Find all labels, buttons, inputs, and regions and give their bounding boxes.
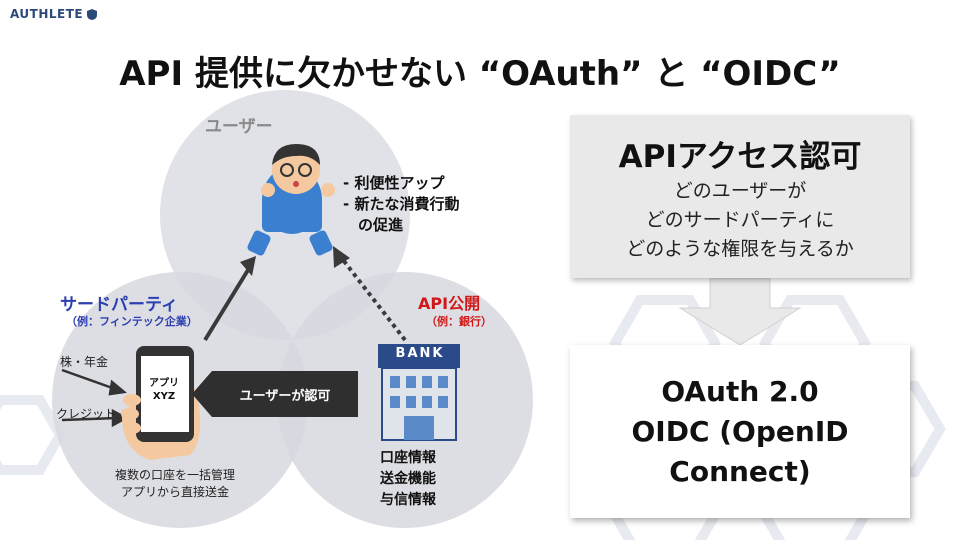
phone-illustration	[121, 346, 201, 460]
app-label-line1: アプリ	[149, 378, 179, 389]
bank-info-item: 送金機能	[380, 471, 436, 487]
api-label: API公開	[418, 294, 481, 313]
api-access-title: APIアクセス認可	[618, 139, 862, 175]
third-party-description: 複数の口座を一括管理 アプリから直接送金	[95, 467, 255, 501]
bank-to-user-dotted-arrow	[333, 246, 407, 342]
oauth-line-2: OIDC (OpenID	[631, 414, 849, 448]
user-benefit-1: - 利便性アップ	[343, 174, 445, 192]
oauth-line-1: OAuth 2.0	[661, 374, 819, 408]
logo-text: AUTHLETE	[10, 7, 84, 21]
shield-icon	[87, 8, 98, 20]
api-access-desc-3: どのような権限を与えるか	[626, 238, 854, 260]
oauth-line-3: Connect)	[669, 454, 811, 488]
authorization-box: ユーザーが認可	[212, 371, 358, 417]
flow-down-arrow	[678, 277, 802, 346]
app-to-user-arrow	[203, 256, 256, 342]
third-party-label: サードパーティ	[60, 295, 178, 315]
user-label: ユーザー	[205, 117, 273, 137]
api-access-authorization-box: APIアクセス認可 どのユーザーが どのサードパーティに どのような権限を与える…	[570, 115, 910, 278]
user-benefit-3: の促進	[358, 216, 404, 234]
third-party-example: （例：フィンテック企業）	[66, 315, 198, 328]
authorization-arrow-head	[192, 371, 212, 417]
api-example: （例：銀行）	[426, 315, 492, 328]
bank-info-item: 与信情報	[380, 492, 436, 508]
api-access-desc-2: どのサードパーティに	[645, 209, 835, 231]
user-benefit-2: - 新たな消費行動	[343, 195, 460, 213]
bank-illustration	[378, 344, 460, 441]
third-party-desc-line2: アプリから直接送金	[120, 485, 229, 499]
bank-info-item: 口座情報	[380, 450, 436, 466]
input-arrows	[61, 368, 129, 428]
oauth-oidc-box: OAuth 2.0 OIDC (OpenID Connect)	[570, 345, 910, 518]
bank-sign: BANK	[395, 346, 445, 361]
api-access-desc-1: どのユーザーが	[673, 180, 807, 202]
input-stocks-label: 株・年金	[60, 355, 109, 369]
bank-info-list: 口座情報 送金機能 与信情報	[380, 448, 436, 511]
third-party-desc-line1: 複数の口座を一括管理	[114, 468, 235, 482]
app-label: アプリ XYZ	[142, 377, 186, 403]
slide-title: API 提供に欠かせない “OAuth” と “OIDC”	[119, 54, 841, 94]
input-credit-label: クレジット	[56, 407, 117, 421]
authlete-logo: AUTHLETE	[10, 7, 98, 21]
user-illustration	[247, 144, 335, 256]
app-label-line2: XYZ	[152, 391, 176, 402]
